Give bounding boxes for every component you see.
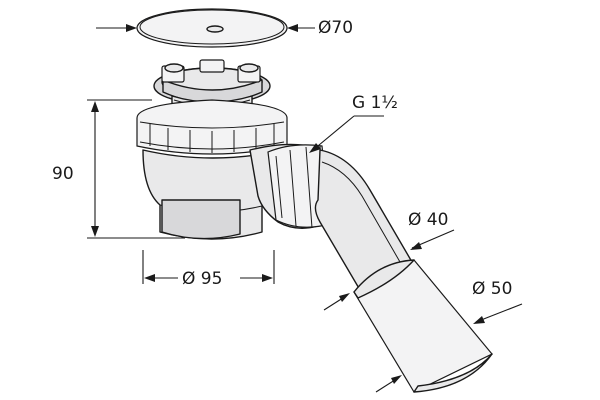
cover-hole [206,25,224,33]
dimension-body-diameter: Ø 95 [142,250,275,289]
label-body-diameter: Ø 95 [182,269,222,289]
bolt-head [239,63,259,73]
bolt-head [164,63,184,73]
label-outlet-diameter: Ø 50 [472,279,512,299]
flange-lug [199,59,225,73]
label-thread: G 1½ [352,93,398,113]
dimension-thread: G 1½ [309,93,398,153]
outlet-pipe [314,149,413,291]
label-cover-diameter: Ø70 [318,18,353,38]
cover-plate [136,8,288,48]
dimension-height: 90 [52,99,185,239]
outlet-sleeve [353,259,493,393]
dimension-cover-diameter: Ø70 [96,18,353,38]
dimension-pipe-diameter: Ø 40 [323,210,455,311]
label-height: 90 [52,164,74,184]
dimension-outlet-diameter: Ø 50 [375,279,523,393]
label-pipe-diameter: Ø 40 [408,210,448,230]
